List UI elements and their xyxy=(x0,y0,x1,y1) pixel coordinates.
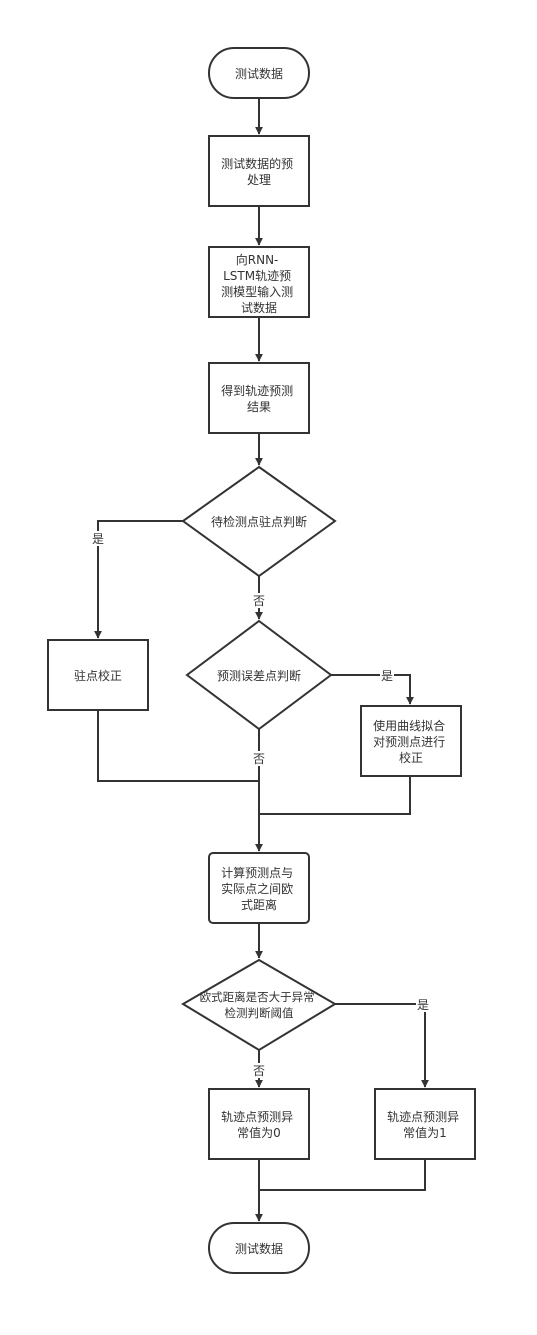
edge-label-error-yes: 是 xyxy=(381,669,393,683)
edge-label-error-no: 否 xyxy=(253,752,265,766)
node-anomaly-1: 轨迹点预测异 常值为1 xyxy=(374,1088,476,1160)
node-result: 得到轨迹预测 结果 xyxy=(208,362,310,434)
edge-label-stop-no: 否 xyxy=(253,594,265,608)
edge-label-threshold-no: 否 xyxy=(253,1064,265,1078)
node-error-judge: 预测误差点判断 xyxy=(185,619,333,731)
edge-label-stop-yes: 是 xyxy=(92,532,104,546)
node-end: 测试数据 xyxy=(208,1222,310,1274)
edge-stop-correct-merge xyxy=(97,710,259,782)
node-curve-fit-text: 使用曲线拟合 对预测点进行 校正 xyxy=(373,718,449,765)
node-preprocess: 测试数据的预 处理 xyxy=(208,135,310,207)
node-anomaly-1-text: 轨迹点预测异 常值为1 xyxy=(387,1110,463,1140)
node-stop-judge: 待检测点驻点判断 xyxy=(181,465,337,578)
node-stop-correct-text: 驻点校正 xyxy=(74,668,122,683)
node-input-model: 向RNN- LSTM轨迹预 测模型输入测 试数据 xyxy=(208,246,310,318)
node-threshold-judge: 欧式距离是否大于异常 检测判断阈值 xyxy=(181,958,337,1052)
node-start: 测试数据 xyxy=(208,47,310,99)
node-result-text: 得到轨迹预测 结果 xyxy=(221,383,297,414)
edge-stop-judge-yes xyxy=(94,520,183,639)
node-anomaly-0: 轨迹点预测异 常值为0 xyxy=(208,1088,310,1160)
node-stop-correct: 驻点校正 xyxy=(47,639,149,711)
node-error-judge-text: 预测误差点判断 xyxy=(217,668,301,683)
node-stop-judge-text: 待检测点驻点判断 xyxy=(211,514,307,529)
edge-threshold-yes xyxy=(335,1003,429,1088)
edge-curve-fit-merge xyxy=(259,776,411,815)
node-input-model-text: 向RNN- LSTM轨迹预 测模型输入测 试数据 xyxy=(221,252,297,315)
node-start-text: 测试数据 xyxy=(235,66,283,81)
node-end-text: 测试数据 xyxy=(235,1241,283,1256)
node-distance: 计算预测点与 实际点之间欧 式距离 xyxy=(208,852,310,924)
edge-anomaly1-merge xyxy=(259,1159,426,1191)
node-distance-text: 计算预测点与 实际点之间欧 式距离 xyxy=(221,865,297,912)
node-preprocess-text: 测试数据的预 处理 xyxy=(221,156,297,187)
edge-label-threshold-yes: 是 xyxy=(417,998,429,1012)
node-anomaly-0-text: 轨迹点预测异 常值为0 xyxy=(221,1110,297,1140)
edge-error-judge-yes xyxy=(331,674,414,705)
edge-labels: 是 否 是 否 是 否 xyxy=(91,531,430,1078)
node-curve-fit: 使用曲线拟合 对预测点进行 校正 xyxy=(360,705,462,777)
node-threshold-judge-text: 欧式距离是否大于异常 检测判断阈值 xyxy=(200,990,319,1020)
